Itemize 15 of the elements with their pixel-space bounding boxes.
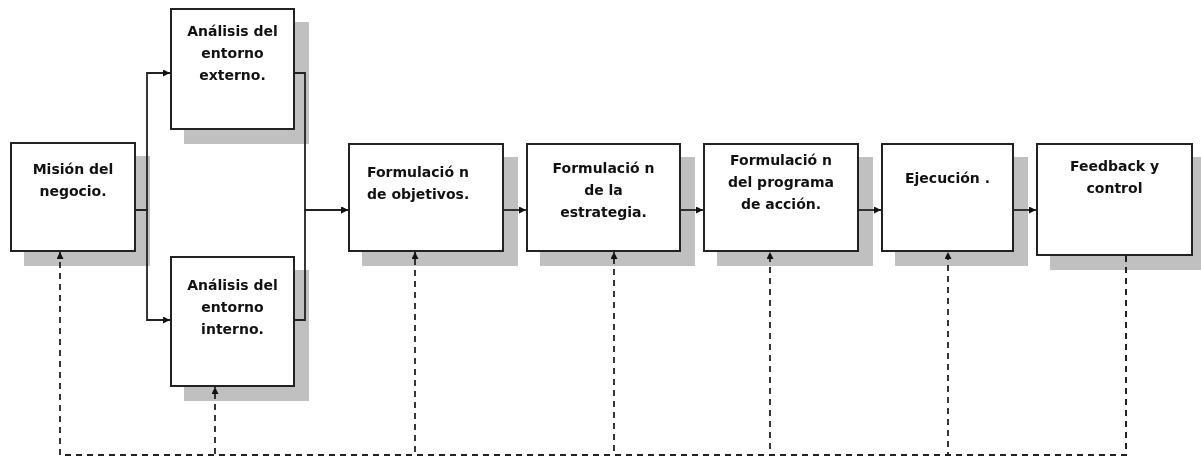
- box-label: Análisis del entorno interno.: [186, 276, 279, 339]
- arrow: [503, 206, 527, 214]
- arrow: [294, 206, 349, 321]
- dashed-arrow: [944, 251, 1127, 456]
- box-label: Análisis del entorno externo.: [186, 22, 279, 85]
- box-label: Feedback y control: [1068, 157, 1161, 198]
- arrow: [858, 206, 882, 214]
- arrow: [1013, 206, 1037, 214]
- box-label: Misión del negocio.: [31, 160, 115, 201]
- box-label: Formulació n de objetivos.: [367, 163, 471, 204]
- arrow: [135, 209, 171, 324]
- box-label: Formulació n de la estrategia.: [551, 159, 656, 222]
- box-label: Ejecución .: [904, 169, 991, 188]
- box-label: Formulació n del programa de acción.: [726, 151, 836, 214]
- arrow: [680, 206, 704, 214]
